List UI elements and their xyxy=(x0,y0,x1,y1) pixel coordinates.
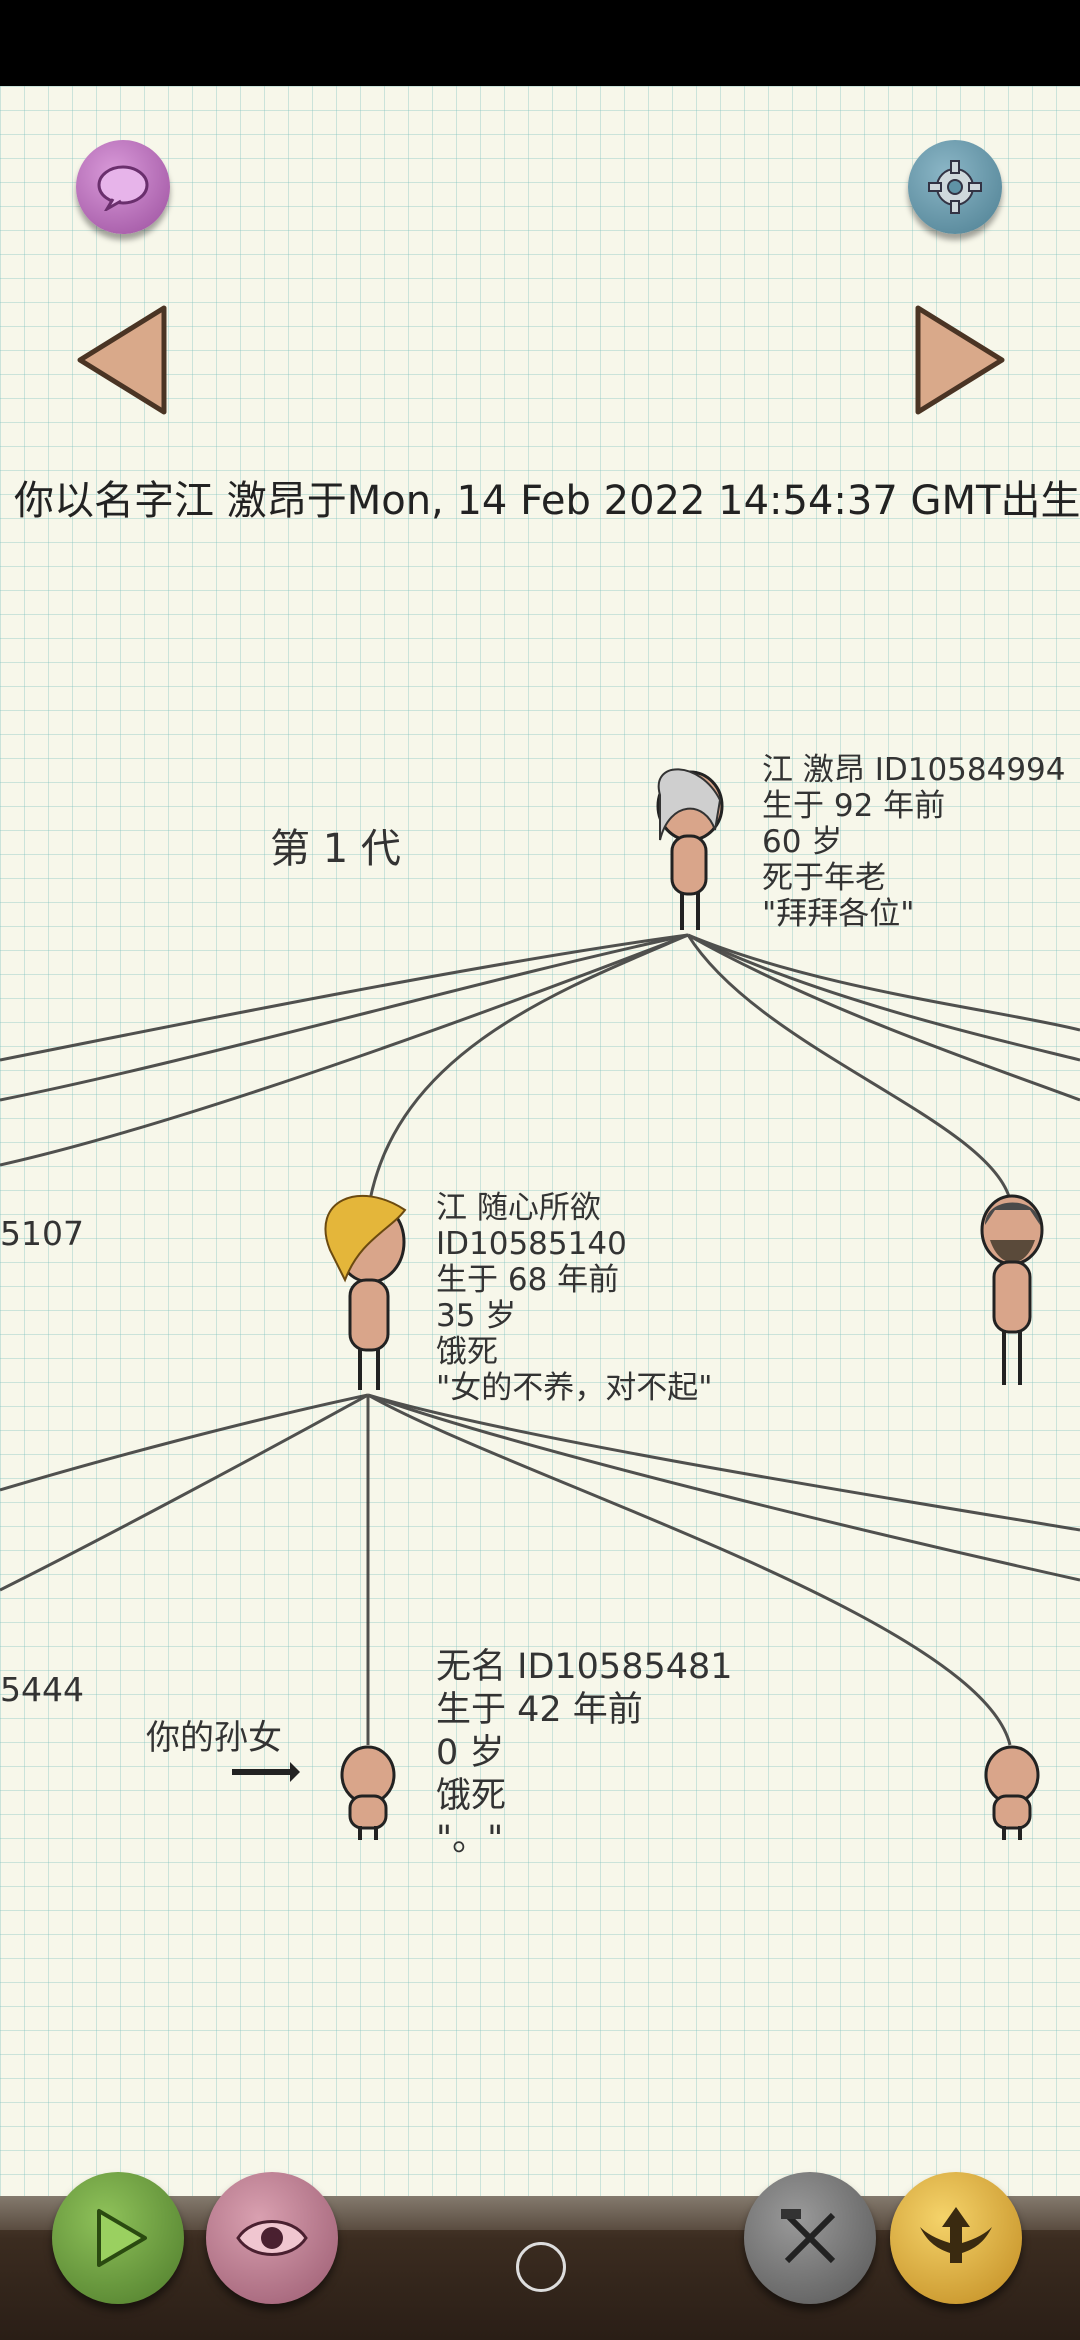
grandchild-born: 生于 42 年前 xyxy=(436,1690,643,1730)
winged-arrow-up-icon xyxy=(920,2207,992,2263)
offscreen-id-1: 5107 xyxy=(0,1214,84,1253)
home-nav-button[interactable] xyxy=(516,2242,566,2292)
child-id: ID10585140 xyxy=(436,1226,627,1262)
generation-label: 第 1 代 xyxy=(270,826,401,872)
grandchild-quote: "。" xyxy=(436,1819,504,1859)
tools-icon xyxy=(781,2209,836,2264)
settings-button[interactable] xyxy=(908,140,1002,234)
root-quote: "拜拜各位" xyxy=(762,896,915,932)
offscreen-id-2: 5444 xyxy=(0,1670,84,1709)
grandchild-figure[interactable] xyxy=(340,1745,396,1840)
root-name-id: 江 激昂 ID10584994 xyxy=(762,752,1066,788)
speech-bubble-icon xyxy=(97,165,149,211)
root-born: 生于 92 年前 xyxy=(762,788,946,824)
grandchild-death: 饿死 xyxy=(436,1776,507,1816)
view-button[interactable] xyxy=(206,2172,338,2304)
sibling-figure[interactable] xyxy=(980,1194,1044,1385)
triangle-right-icon xyxy=(915,305,1005,415)
chat-button[interactable] xyxy=(76,140,170,234)
child-quote: "女的不养，对不起" xyxy=(436,1370,713,1406)
play-button[interactable] xyxy=(52,2172,184,2304)
play-icon xyxy=(97,2209,147,2267)
child-figure[interactable] xyxy=(324,1194,407,1390)
root-death: 死于年老 xyxy=(762,860,886,896)
cousin-baby-figure[interactable] xyxy=(984,1745,1040,1840)
previous-button[interactable] xyxy=(72,300,172,420)
pointer-arrow-icon xyxy=(232,1762,300,1782)
your-granddaughter-label: 你的孙女 xyxy=(146,1718,282,1758)
family-tree-canvas xyxy=(0,86,1080,2196)
grandchild-name-id: 无名 ID10585481 xyxy=(436,1647,733,1687)
ascend-button[interactable] xyxy=(890,2172,1022,2304)
root-figure[interactable] xyxy=(656,768,724,930)
status-bar xyxy=(0,0,1080,86)
gear-icon xyxy=(928,160,982,214)
tools-button[interactable] xyxy=(744,2172,876,2304)
child-death: 饿死 xyxy=(436,1334,498,1370)
triangle-left-icon xyxy=(77,305,167,415)
eye-icon xyxy=(236,2220,308,2256)
child-age: 35 岁 xyxy=(436,1298,517,1334)
next-button[interactable] xyxy=(910,300,1010,420)
root-age: 60 岁 xyxy=(762,824,843,860)
child-name: 江 随心所欲 xyxy=(436,1190,601,1226)
birth-info-text: 你以名字江 激昂于Mon, 14 Feb 2022 14:54:37 GMT出生 xyxy=(14,478,1080,524)
grandchild-age: 0 岁 xyxy=(436,1733,505,1773)
child-born: 生于 68 年前 xyxy=(436,1262,620,1298)
